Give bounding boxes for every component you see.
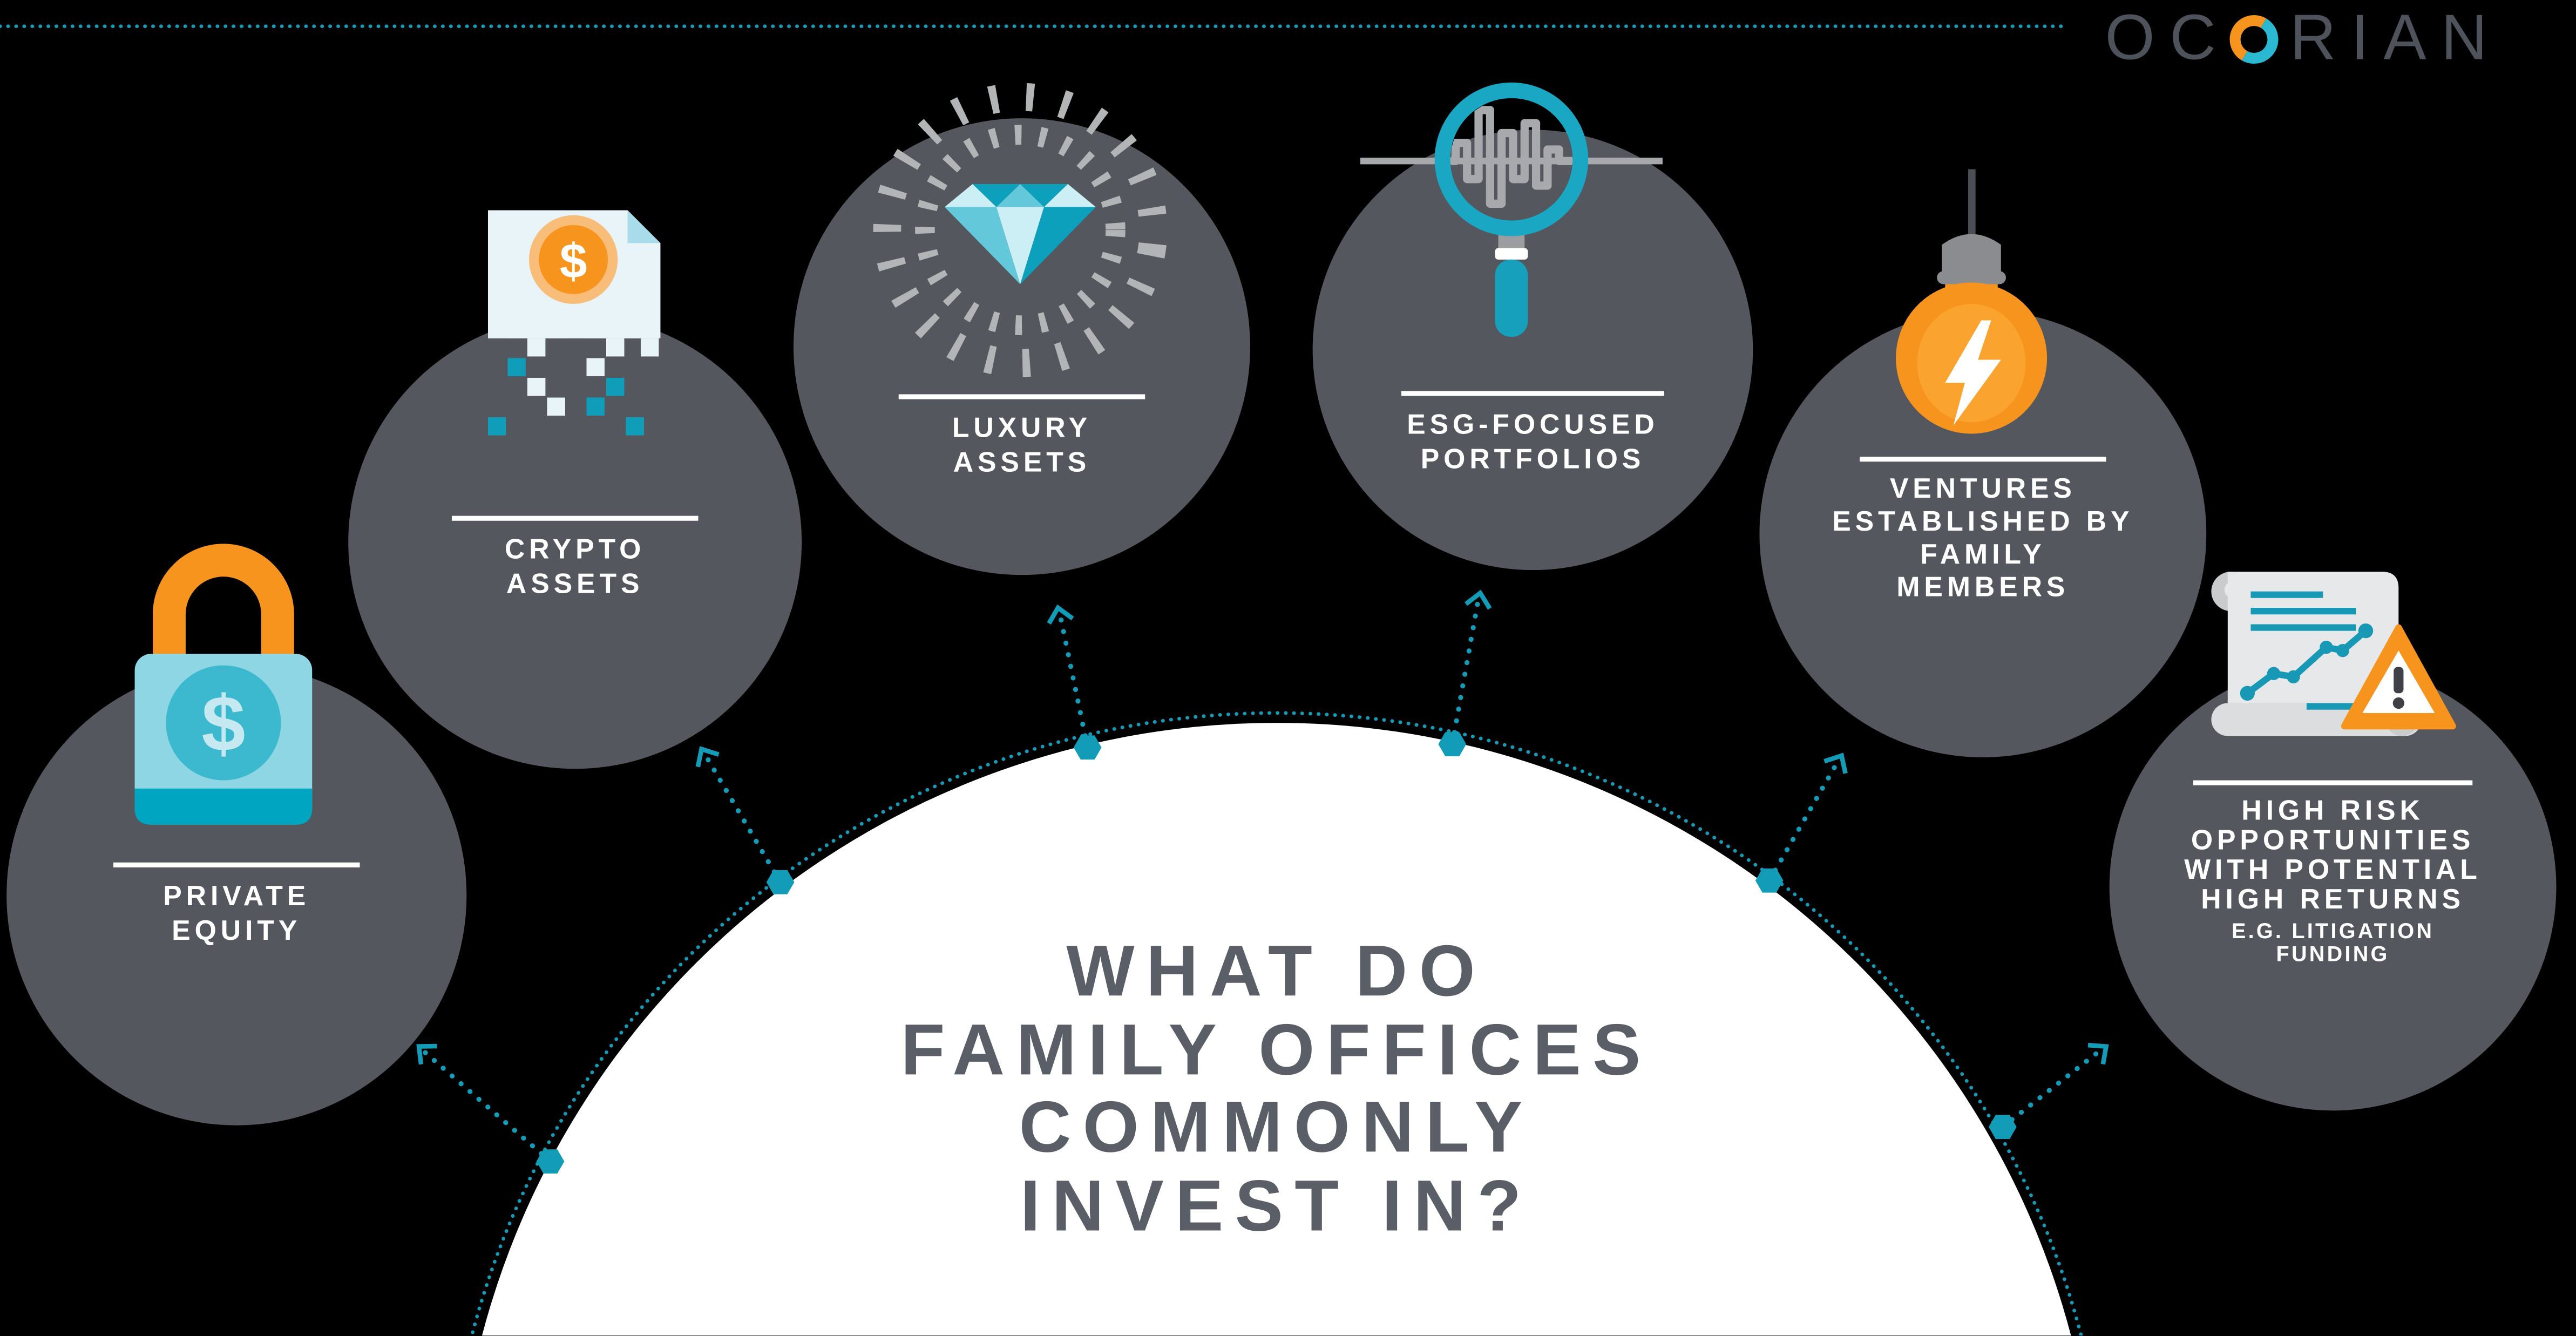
label-subline: FUNDING (2276, 941, 2390, 966)
label-line: OPPORTUNITIES (2191, 824, 2475, 856)
connector-rays (421, 595, 2104, 1164)
label-esg-portfolios: ESG-FOCUSED PORTFOLIOS (1270, 391, 1796, 477)
hexagon-nodes (536, 732, 2017, 1174)
label-line: FAMILY (1920, 538, 2046, 569)
label-divider (898, 394, 1145, 399)
warning-triangle-icon (2341, 624, 2456, 730)
label-line: ESTABLISHED BY (1832, 505, 2134, 537)
label-ventures-family: VENTURES ESTABLISHED BY FAMILY MEMBERS (1720, 457, 2246, 604)
label-subline: E.G. LITIGATION (2231, 918, 2435, 942)
ocorian-logo: OC RIAN (2105, 6, 2503, 72)
pixel-document-coin-icon: $ (487, 210, 661, 436)
page-title: WHAT DO FAMILY OFFICES COMMONLY INVEST I… (619, 933, 1934, 1245)
label-luxury-assets: LUXURY ASSETS (759, 394, 1285, 480)
title-line: FAMILY OFFICES (900, 1009, 1652, 1090)
logo-text-prefix: OC (2105, 3, 2231, 74)
label-line: ASSETS (953, 447, 1091, 478)
circle-high-risk (2109, 663, 2557, 1111)
dollar-glyph: $ (201, 680, 245, 768)
label-line: HIGH RISK (2241, 794, 2424, 826)
label-line: CRYPTO (505, 533, 646, 565)
label-line: MEMBERS (1896, 571, 2070, 602)
label-line: VENTURES (1889, 472, 2076, 504)
label-line: LUXURY (952, 411, 1092, 443)
title-line: INVEST IN? (1020, 1165, 1533, 1246)
label-divider (1401, 391, 1664, 396)
label-line: PORTFOLIOS (1420, 443, 1645, 475)
ray-arrowheads (416, 589, 2109, 1065)
label-line: PRIVATE (163, 880, 310, 911)
magnifier-soundwave-icon (1360, 82, 1663, 337)
label-divider (1860, 457, 2106, 461)
chart-points (2240, 623, 2374, 701)
label-line: ASSETS (506, 568, 644, 600)
label-line: HIGH RETURNS (2201, 883, 2465, 914)
title-line: COMMONLY (1019, 1087, 1534, 1168)
title-line: WHAT DO (1066, 931, 1487, 1012)
label-line: EQUITY (172, 915, 302, 947)
padlock-dollar-icon: $ (134, 544, 313, 825)
coin-dollar-glyph: $ (560, 233, 587, 288)
dome-dotted-arc (470, 711, 2083, 1336)
label-crypto-assets: CRYPTO ASSETS (312, 516, 838, 602)
label-divider (2193, 780, 2473, 785)
label-divider (113, 862, 360, 867)
label-private-equity: PRIVATE EQUITY (0, 862, 499, 949)
label-line: WITH POTENTIAL (2184, 853, 2482, 885)
logo-colored-o-icon (2229, 15, 2278, 64)
diamond (944, 184, 1096, 284)
label-line: ESG-FOCUSED (1407, 408, 1659, 440)
label-divider (451, 516, 699, 520)
lightbulb-bolt-icon (1896, 169, 2048, 434)
lightning-bolt (1945, 320, 2001, 426)
diamond-sparkle-icon (873, 83, 1168, 377)
pixel-dissolve (487, 338, 659, 436)
logo-text-suffix: RIAN (2289, 3, 2503, 74)
circle-esg-portfolios (1312, 130, 1753, 571)
label-high-risk: HIGH RISK OPPORTUNITIES WITH POTENTIAL H… (2070, 780, 2576, 967)
